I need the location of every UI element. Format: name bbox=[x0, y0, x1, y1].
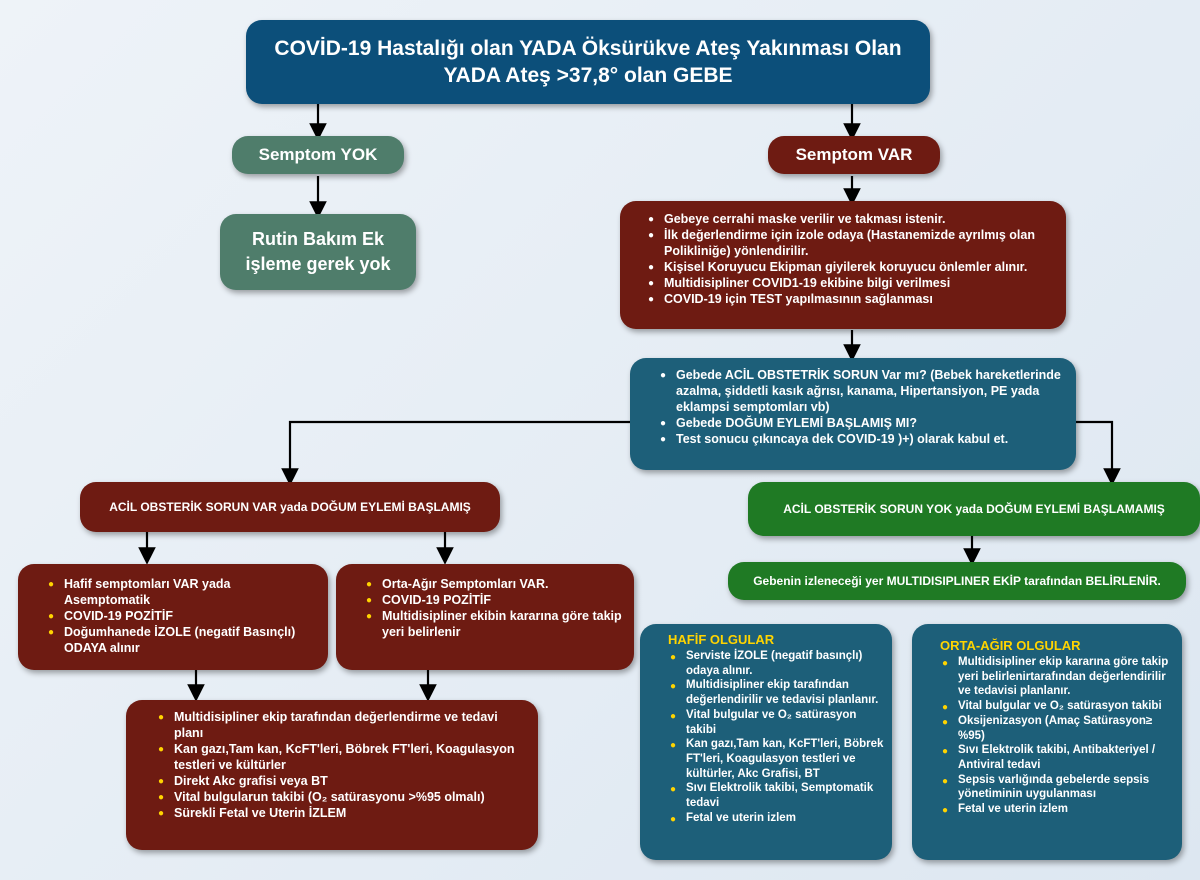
emergency-no-box: ACİL OBSTERİK SORUN YOK yada DOĞUM EYLEM… bbox=[748, 482, 1200, 536]
question-item: Test sonucu çıkıncaya dek COVID-19 )+) o… bbox=[660, 431, 1066, 448]
mild-case-item: Fetal ve uterin izlem bbox=[670, 811, 884, 828]
emergency-yes-box: ACİL OBSTERİK SORUN VAR yada DOĞUM EYLEM… bbox=[80, 482, 500, 532]
mild-cases-box: HAFİF OLGULAR Serviste İZOLE (negatif ba… bbox=[640, 624, 892, 860]
routine-care-box: Rutin Bakım Ek işleme gerek yok bbox=[220, 214, 416, 290]
moderate-cases-box: ORTA-AĞIR OLGULAR Multidisipliner ekip k… bbox=[912, 624, 1182, 860]
question-item: Gebede ACİL OBSTETRİK SORUN Var mı? (Beb… bbox=[660, 367, 1066, 415]
initial-actions-box: Gebeye cerrahi maske verilir ve takması … bbox=[620, 201, 1066, 329]
moderate-case-item: Sıvı Elektrolik takibi, Antibakteriyel /… bbox=[942, 743, 1174, 772]
initial-action-item: İlk değerlendirme için izole odaya (Hast… bbox=[648, 227, 1056, 259]
initial-action-item: Kişisel Koruyucu Ekipman giyilerek koruy… bbox=[648, 259, 1056, 276]
routine-care-line1: Rutin Bakım Ek bbox=[251, 228, 385, 249]
moderate-case-item: Fetal ve uterin izlem bbox=[942, 802, 1174, 819]
arrow-question-to-emergency-no bbox=[1075, 420, 1121, 486]
mild-symptom-item: Doğumhanede İZOLE (negatif Basınçlı) ODA… bbox=[48, 624, 318, 656]
symptom-no-box: Semptom YOK bbox=[232, 136, 404, 174]
moderate-symptoms-list: Orta-Ağır Semptomları VAR. COVID-19 POZİ… bbox=[364, 576, 624, 640]
mild-symptoms-box: Hafif semptomları VAR yada Asemptomatik … bbox=[18, 564, 328, 670]
mild-cases-list: Serviste İZOLE (negatif basınçlı) odaya … bbox=[668, 649, 884, 828]
moderate-symptom-item: Multidisipliner ekibin kararına göre tak… bbox=[366, 608, 624, 640]
mild-cases-title: HAFİF OLGULAR bbox=[668, 632, 775, 647]
emergency-question-list: Gebede ACİL OBSTETRİK SORUN Var mı? (Beb… bbox=[658, 367, 1066, 448]
initial-action-item: Multidisipliner COVID1-19 ekibine bilgi … bbox=[648, 275, 1056, 292]
team-decision-label: Gebenin izleneceği yer MULTIDISIPLINER E… bbox=[753, 574, 1161, 588]
emergency-yes-label: ACİL OBSTERİK SORUN VAR yada DOĞUM EYLEM… bbox=[109, 500, 471, 514]
management-item: Vital bulgularun takibi (O₂ satürasyonu … bbox=[158, 789, 528, 806]
emergency-question-box: Gebede ACİL OBSTETRİK SORUN Var mı? (Beb… bbox=[630, 358, 1076, 470]
mild-symptoms-list: Hafif semptomları VAR yada Asemptomatik … bbox=[46, 576, 318, 656]
management-box: Multidisipliner ekip tarafından değerlen… bbox=[126, 700, 538, 850]
management-list: Multidisipliner ekip tarafından değerlen… bbox=[156, 709, 528, 822]
mild-case-item: Multidisipliner ekip tarafından değerlen… bbox=[670, 678, 884, 707]
question-item: Gebede DOĞUM EYLEMİ BAŞLAMIŞ MI? bbox=[660, 415, 1066, 432]
symptom-no-label: Semptom YOK bbox=[258, 145, 378, 164]
mild-case-item: Vital bulgular ve O₂ satürasyon takibi bbox=[670, 708, 884, 737]
moderate-case-item: Oksijenizasyon (Amaç Satürasyon≥ %95) bbox=[942, 714, 1174, 743]
top-condition-line2: YADA Ateş >37,8° olan GEBE bbox=[443, 64, 733, 87]
initial-action-item: Gebeye cerrahi maske verilir ve takması … bbox=[648, 211, 1056, 228]
management-item: Direkt Akc grafisi veya BT bbox=[158, 773, 528, 790]
management-item: Multidisipliner ekip tarafından değerlen… bbox=[158, 709, 528, 741]
mild-symptom-item: Hafif semptomları VAR yada Asemptomatik bbox=[48, 576, 318, 608]
management-item: Kan gazı,Tam kan, KcFT'leri, Böbrek FT'l… bbox=[158, 741, 528, 773]
moderate-case-item: Vital bulgular ve O₂ satürasyon takibi bbox=[942, 699, 1174, 716]
initial-action-item: COVID-19 için TEST yapılmasının sağlanma… bbox=[648, 291, 1056, 308]
routine-care-line2: işleme gerek yok bbox=[245, 254, 391, 274]
emergency-no-label: ACİL OBSTERİK SORUN YOK yada DOĞUM EYLEM… bbox=[783, 502, 1165, 516]
mild-case-item: Kan gazı,Tam kan, KcFT'leri, Böbrek FT'l… bbox=[670, 737, 884, 781]
moderate-case-item: Sepsis varlığında gebelerde sepsis yönet… bbox=[942, 773, 1174, 802]
top-condition-box: COVİD-19 Hastalığı olan YADA Öksürükve A… bbox=[246, 20, 930, 104]
symptom-yes-box: Semptom VAR bbox=[768, 136, 940, 174]
moderate-symptoms-box: Orta-Ağır Semptomları VAR. COVID-19 POZİ… bbox=[336, 564, 634, 670]
symptom-yes-label: Semptom VAR bbox=[795, 145, 913, 164]
arrow-question-to-emergency-yes bbox=[281, 420, 630, 486]
moderate-case-item: Multidisipliner ekip kararına göre takip… bbox=[942, 655, 1174, 699]
top-condition-line1: COVİD-19 Hastalığı olan YADA Öksürükve A… bbox=[274, 36, 902, 60]
mild-case-item: Serviste İZOLE (negatif basınçlı) odaya … bbox=[670, 649, 884, 678]
initial-actions-list: Gebeye cerrahi maske verilir ve takması … bbox=[646, 211, 1056, 308]
mild-symptom-item: COVID-19 POZİTİF bbox=[48, 608, 318, 625]
moderate-cases-title: ORTA-AĞIR OLGULAR bbox=[940, 638, 1081, 653]
management-item: Sürekli Fetal ve Uterin İZLEM bbox=[158, 805, 528, 822]
team-decision-box: Gebenin izleneceği yer MULTIDISIPLINER E… bbox=[728, 562, 1186, 600]
moderate-symptom-item: Orta-Ağır Semptomları VAR. bbox=[366, 576, 624, 593]
moderate-cases-list: Multidisipliner ekip kararına göre takip… bbox=[940, 655, 1174, 819]
mild-case-item: Sıvı Elektrolik takibi, Semptomatik teda… bbox=[670, 781, 884, 810]
moderate-symptom-item: COVID-19 POZİTİF bbox=[366, 592, 624, 609]
